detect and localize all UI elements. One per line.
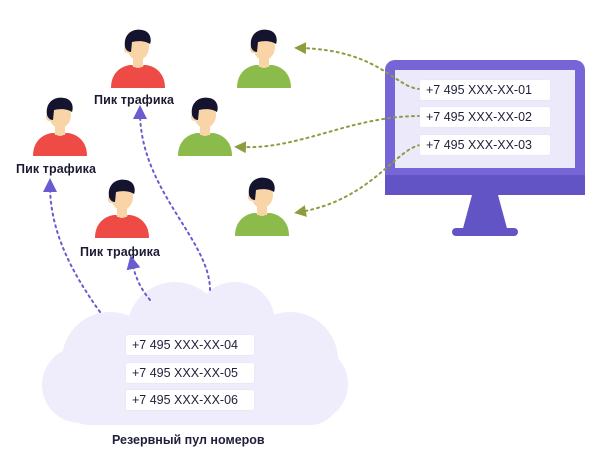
arrow-icon [126, 255, 151, 301]
monitor-number: +7 495 ХХХ-ХХ-03 [420, 135, 550, 155]
person-icon [95, 179, 149, 238]
arrow-icon [294, 42, 421, 90]
person-icon [237, 29, 291, 88]
reserve-number: +7 495 ХХХ-ХХ-04 [126, 335, 254, 355]
arrow-icon [234, 115, 421, 154]
arrow-icon [43, 178, 101, 313]
person-icon [178, 97, 232, 156]
monitor-number: +7 495 ХХХ-ХХ-02 [420, 107, 550, 127]
person-icon [235, 177, 289, 236]
peak-traffic-label: Пик трафика [94, 93, 175, 107]
peak-traffic-label: Пик трафика [80, 245, 161, 259]
purple-arrows [43, 105, 211, 313]
arrow-icon [133, 105, 211, 291]
arrow-icon [294, 144, 421, 217]
person-icon [33, 97, 87, 156]
reserve-number: +7 495 ХХХ-ХХ-06 [126, 390, 254, 410]
reserve-number: +7 495 ХХХ-ХХ-05 [126, 363, 254, 383]
green-arrows [234, 42, 421, 217]
person-icon [111, 29, 165, 88]
peak-traffic-label: Пик трафика [16, 162, 97, 176]
reserve-pool-caption: Резервный пул номеров [112, 433, 265, 447]
monitor-number: +7 495 ХХХ-ХХ-01 [420, 80, 550, 100]
